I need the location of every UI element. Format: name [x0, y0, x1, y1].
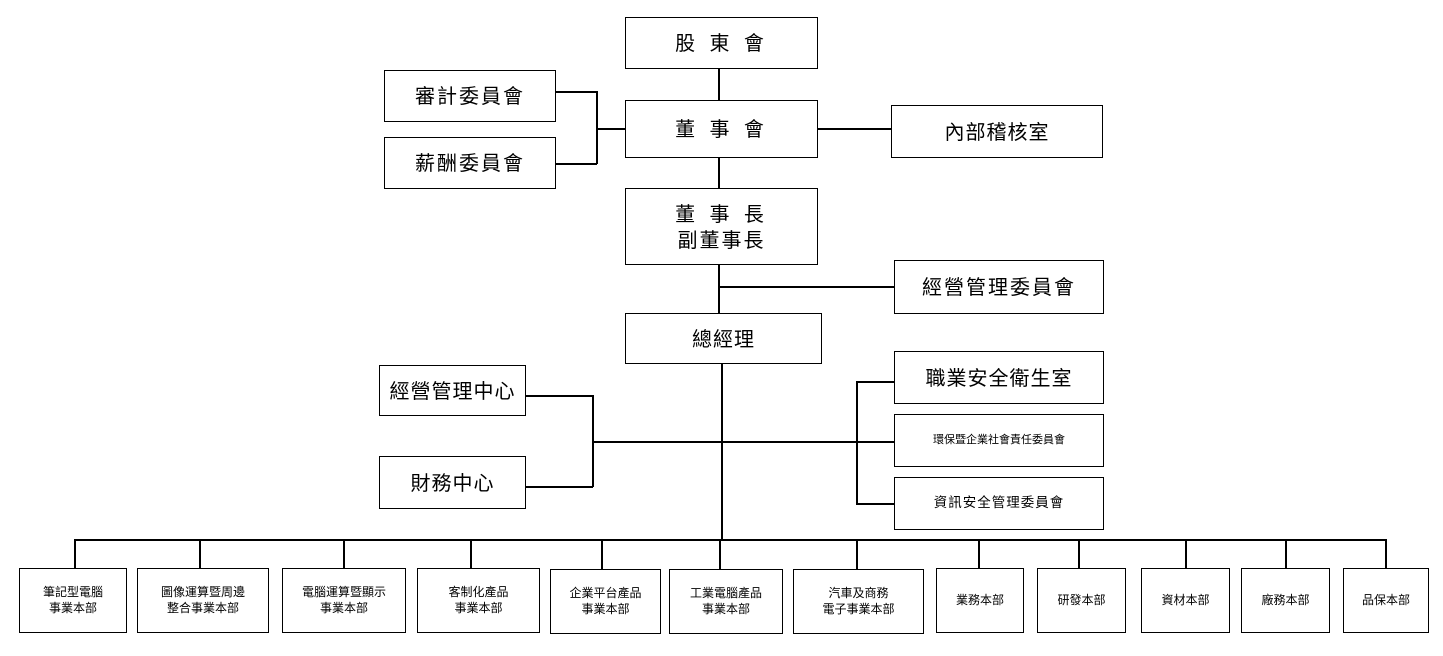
- infosec-committee-label: 資訊安全管理委員會: [933, 494, 1065, 511]
- president-node: 總經理: [625, 313, 822, 364]
- division-box: 研發本部: [1037, 568, 1126, 633]
- audit-committee-node: 審計委員會: [384, 70, 556, 122]
- division-label-line1: 工業電腦產品: [689, 585, 762, 600]
- compensation-committee-label: 薪酬委員會: [415, 151, 525, 175]
- chairman-node: 董 事 長 副董事長: [625, 188, 818, 265]
- division-label-line2: 整合事業本部: [166, 600, 239, 615]
- division-label-line1: 業務本部: [955, 592, 1004, 607]
- audit-committee-label: 審計委員會: [415, 84, 525, 108]
- division-box: 電腦運算暨顯示 事業本部: [282, 568, 406, 633]
- division-label-line2: 事業本部: [581, 601, 630, 616]
- division-label-line1: 圖像運算暨周邊: [160, 584, 245, 599]
- division-label-line1: 品保本部: [1361, 592, 1410, 607]
- division-box: 企業平台產品 事業本部: [550, 569, 661, 634]
- division-label-line2: 事業本部: [48, 600, 97, 615]
- management-committee-node: 經營管理委員會: [894, 260, 1104, 314]
- esg-committee-node: 環保暨企業社會責任委員會: [894, 414, 1104, 467]
- vice-chairman-label: 副董事長: [677, 227, 766, 252]
- division-box: 品保本部: [1343, 568, 1429, 633]
- management-center-label: 經營管理中心: [389, 378, 516, 403]
- division-box: 資材本部: [1141, 568, 1230, 633]
- internal-audit-node: 內部稽核室: [891, 105, 1103, 158]
- board-node: 董 事 會: [625, 100, 818, 158]
- division-label-line1: 汽車及商務: [828, 585, 889, 600]
- infosec-committee-node: 資訊安全管理委員會: [894, 477, 1104, 530]
- internal-audit-label: 內部稽核室: [944, 119, 1050, 144]
- chairman-label: 董 事 長: [675, 201, 768, 226]
- division-label-line1: 企業平台產品: [569, 585, 642, 600]
- esg-committee-label: 環保暨企業社會責任委員會: [933, 433, 1065, 447]
- finance-center-node: 財務中心: [379, 456, 526, 509]
- division-label-line1: 筆記型電腦: [42, 584, 103, 599]
- division-label-line2: 事業本部: [701, 601, 750, 616]
- division-label-line1: 研發本部: [1057, 592, 1106, 607]
- division-box: 汽車及商務 電子事業本部: [793, 569, 924, 634]
- management-center-node: 經營管理中心: [379, 365, 526, 416]
- shareholders-label: 股 東 會: [675, 31, 768, 55]
- occupational-safety-label: 職業安全衛生室: [925, 365, 1073, 390]
- board-label: 董 事 會: [675, 117, 768, 141]
- division-box: 廠務本部: [1241, 568, 1330, 633]
- division-label-line2: 事業本部: [319, 600, 368, 615]
- finance-center-label: 財務中心: [410, 470, 495, 495]
- occupational-safety-node: 職業安全衛生室: [894, 351, 1104, 404]
- management-committee-label: 經營管理委員會: [922, 275, 1076, 299]
- president-label: 總經理: [692, 326, 755, 351]
- division-label-line1: 資材本部: [1161, 592, 1210, 607]
- division-label-line1: 廠務本部: [1261, 592, 1310, 607]
- compensation-committee-node: 薪酬委員會: [384, 137, 556, 189]
- division-label-line1: 電腦運算暨顯示: [301, 584, 386, 599]
- division-box: 業務本部: [936, 568, 1024, 633]
- division-box: 筆記型電腦 事業本部: [19, 568, 127, 633]
- division-label-line2: 電子事業本部: [822, 601, 895, 616]
- division-box: 客制化產品 事業本部: [417, 568, 540, 633]
- division-box: 工業電腦產品 事業本部: [669, 569, 783, 634]
- shareholders-node: 股 東 會: [625, 17, 818, 69]
- division-label-line2: 事業本部: [454, 600, 503, 615]
- division-box: 圖像運算暨周邊 整合事業本部: [137, 568, 269, 633]
- division-label-line1: 客制化產品: [448, 584, 509, 599]
